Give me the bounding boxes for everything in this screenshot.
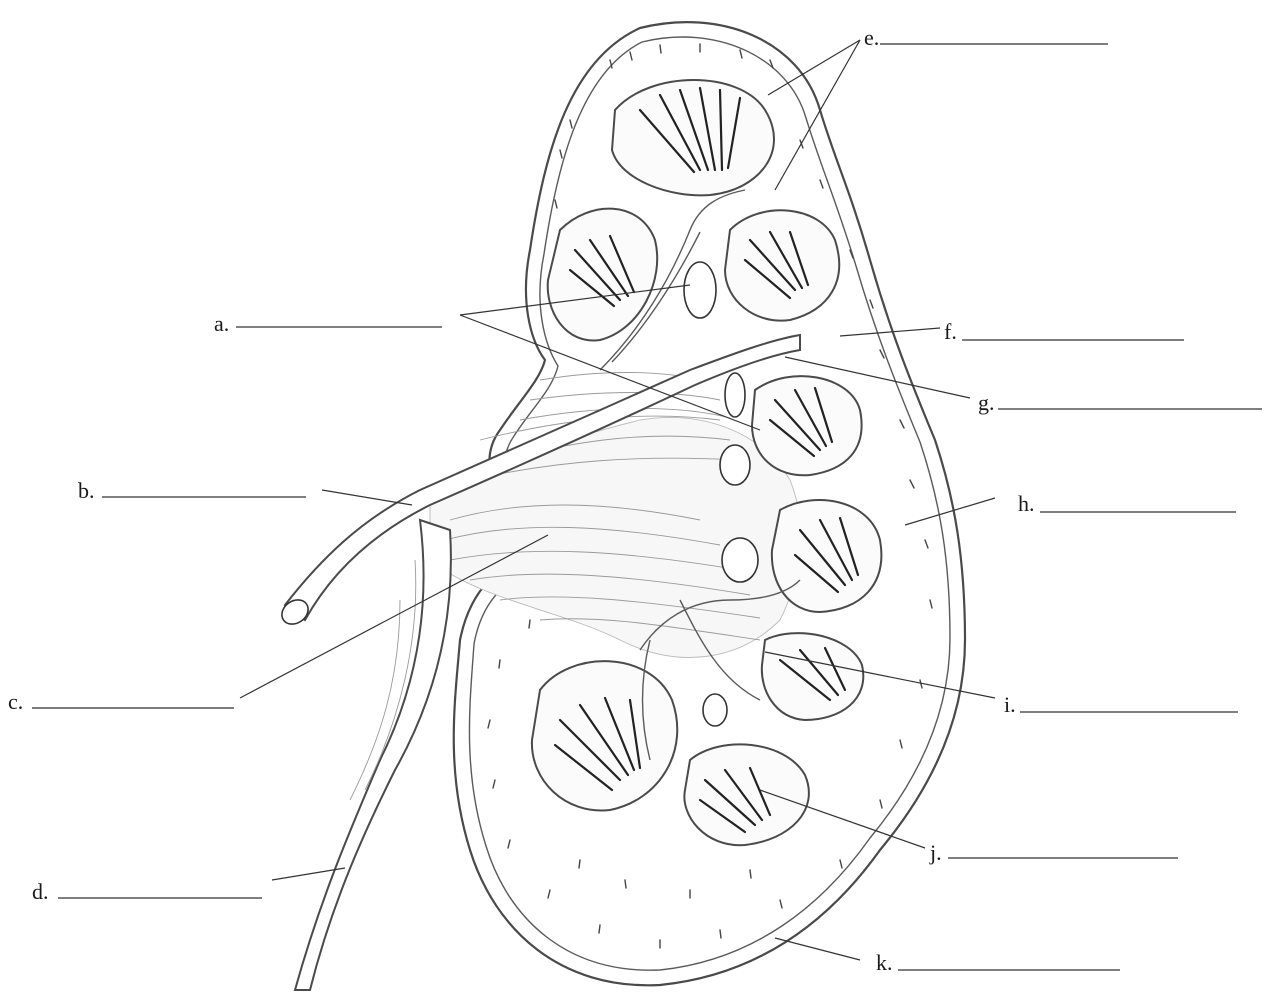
label-g-text: g. bbox=[978, 390, 995, 415]
kidney-illustration bbox=[277, 22, 965, 990]
label-h: h. bbox=[1018, 491, 1236, 516]
label-b: b. bbox=[78, 478, 306, 503]
label-j: j. bbox=[929, 840, 1178, 865]
label-i: i. bbox=[1004, 692, 1238, 717]
label-c-text: c. bbox=[8, 689, 23, 714]
label-a: a. bbox=[214, 311, 442, 336]
label-a-text: a. bbox=[214, 311, 229, 336]
label-k: k. bbox=[876, 950, 1120, 975]
label-d-text: d. bbox=[32, 879, 49, 904]
label-i-text: i. bbox=[1004, 692, 1016, 717]
label-e: e. bbox=[864, 25, 1108, 50]
label-d: d. bbox=[32, 879, 262, 904]
label-k-text: k. bbox=[876, 950, 893, 975]
label-e-text: e. bbox=[864, 25, 879, 50]
label-c: c. bbox=[8, 689, 234, 714]
label-b-text: b. bbox=[78, 478, 95, 503]
label-j-text: j. bbox=[929, 840, 942, 865]
label-f: f. bbox=[944, 319, 1184, 344]
label-g: g. bbox=[978, 390, 1262, 415]
label-f-text: f. bbox=[944, 319, 957, 344]
label-h-text: h. bbox=[1018, 491, 1035, 516]
